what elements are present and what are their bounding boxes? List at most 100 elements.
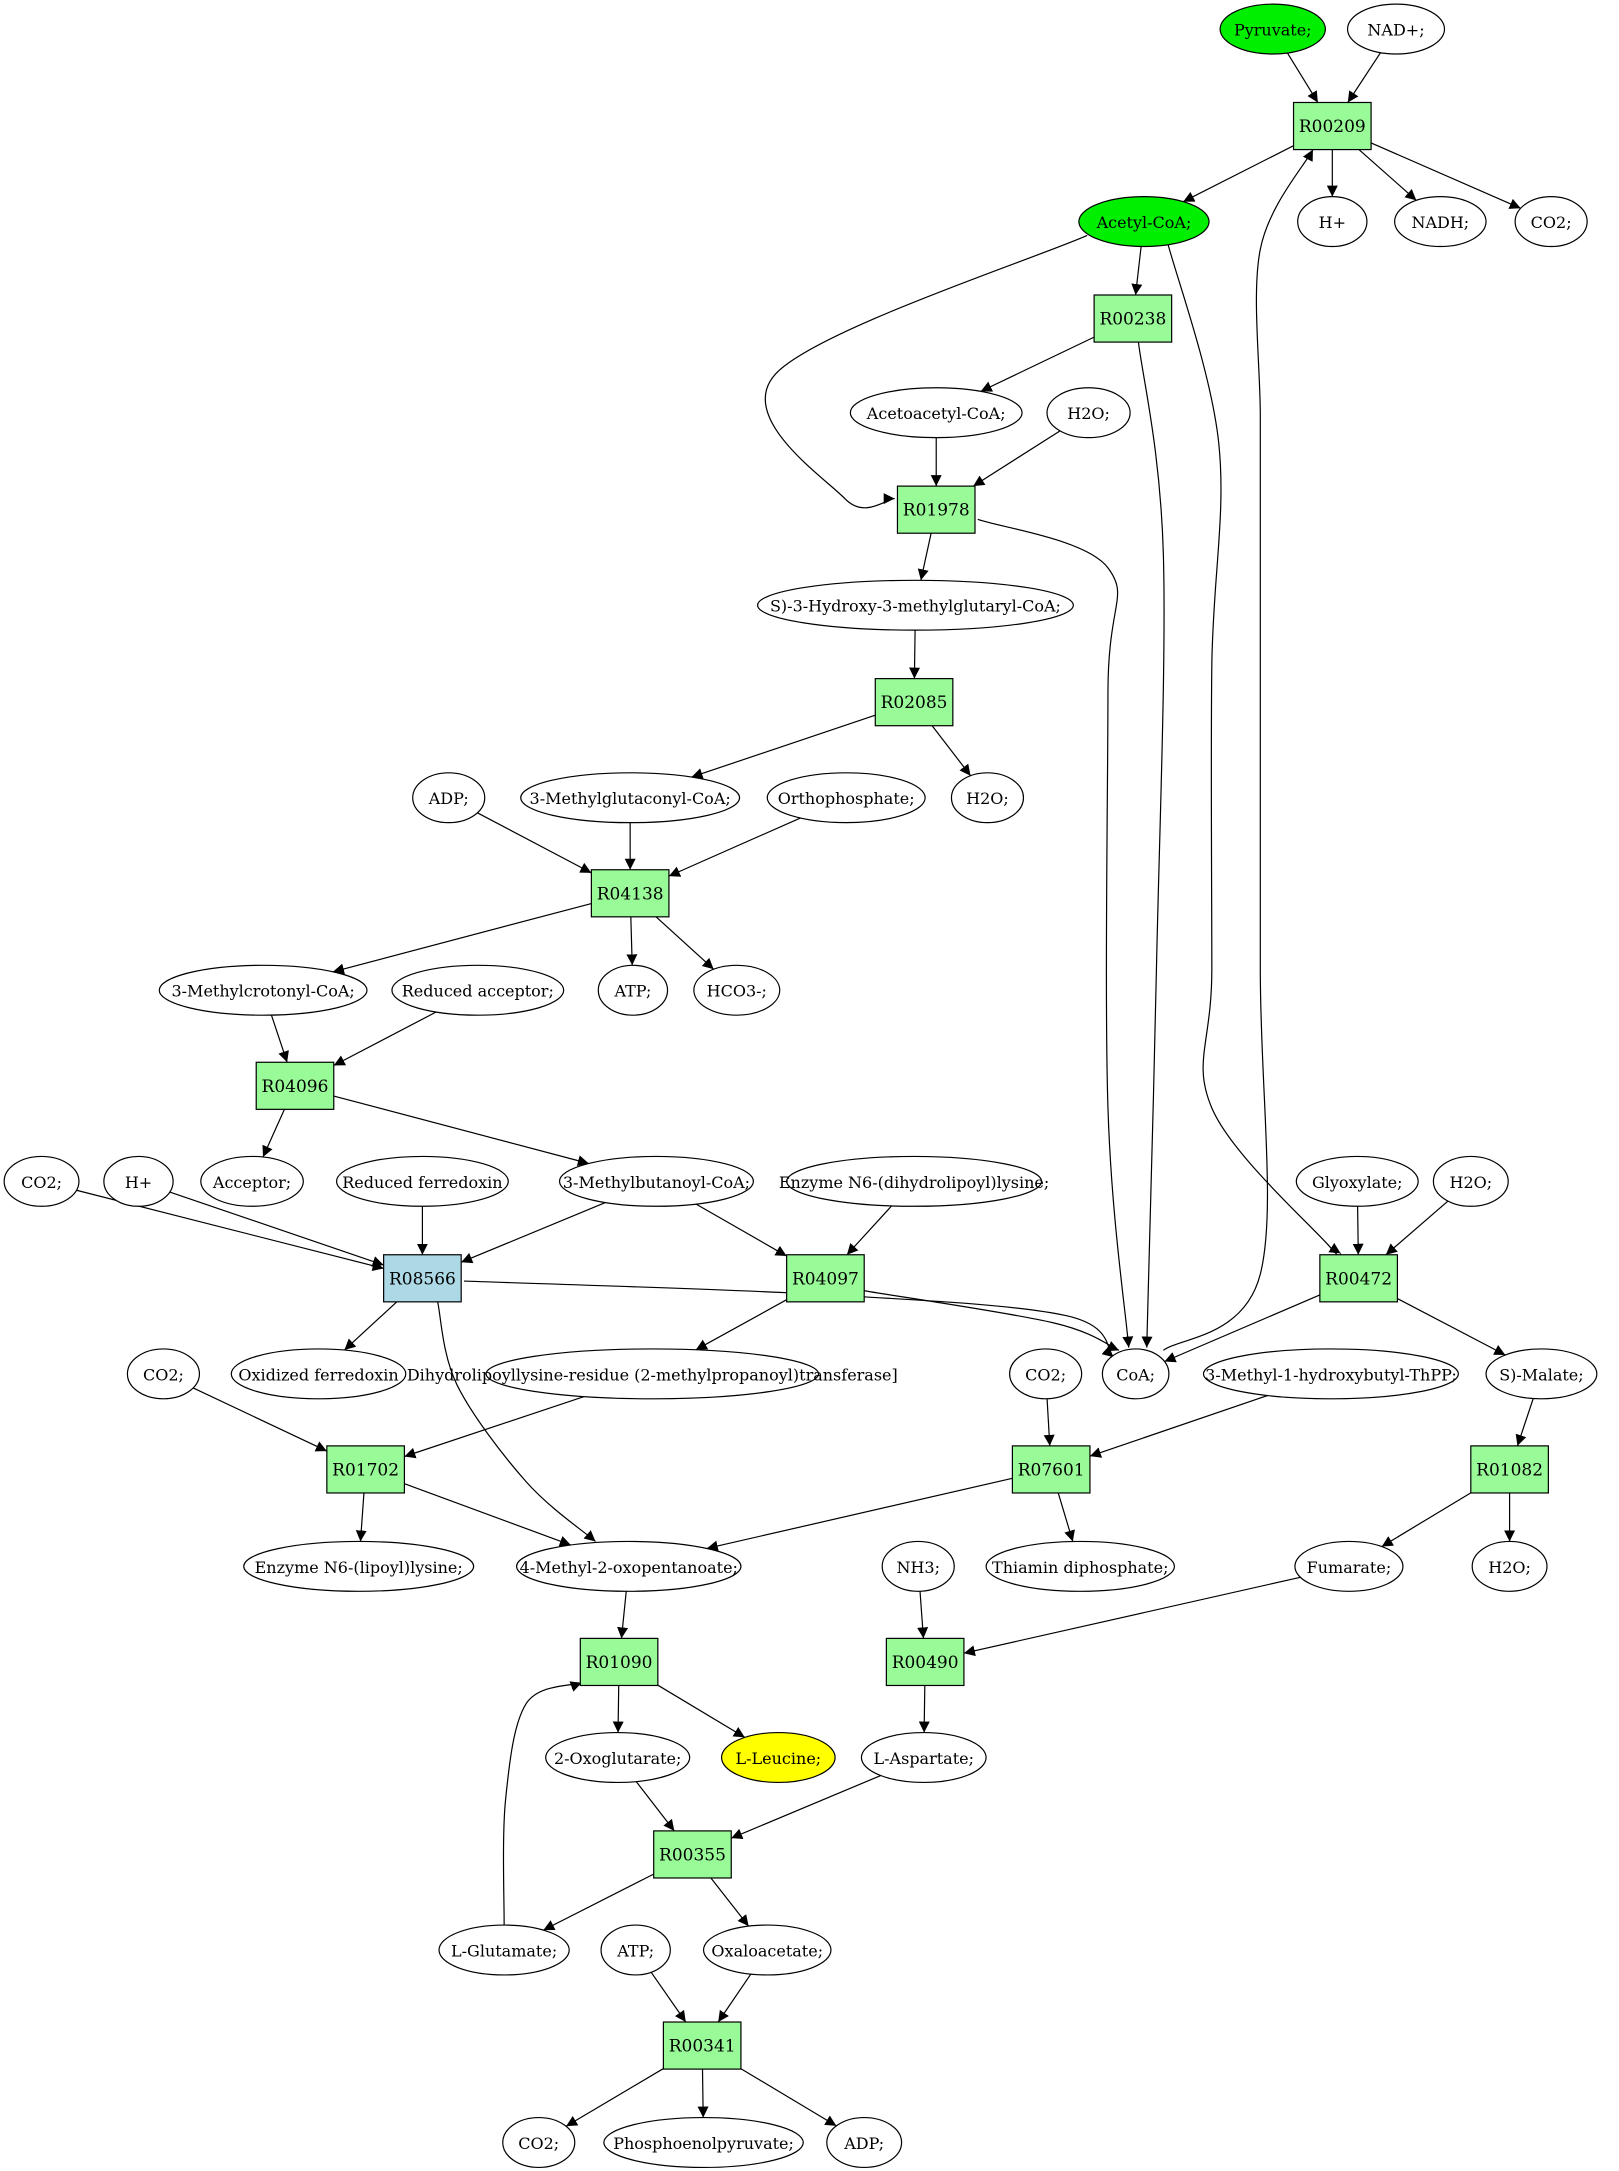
reaction-node-r08566: R08566 <box>383 1254 462 1303</box>
node-label: HCO3-; <box>707 982 767 1001</box>
compound-node-oxferredoxin: Oxidized ferredoxin <box>230 1348 407 1400</box>
reaction-node-r02085: R02085 <box>874 678 954 727</box>
node-label: R00238 <box>1099 310 1166 330</box>
reaction-box <box>1319 1254 1399 1303</box>
compound-node-adp_2: ADP; <box>826 2116 903 2169</box>
node-label: R04097 <box>792 1269 859 1289</box>
edge-pyruvate-to-r00209 <box>1286 52 1319 103</box>
node-label: Acetoacetyl-CoA; <box>866 404 1006 423</box>
edge-co2_4-to-r07601 <box>1043 1398 1055 1446</box>
compound-node-orthophosphate: Orthophosphate; <box>766 772 926 824</box>
node-label: Fumarate; <box>1307 1558 1392 1577</box>
compound-node-methylglutaconyl: 3-Methylglutaconyl-CoA; <box>520 772 741 824</box>
reaction-box <box>326 1445 406 1494</box>
compound-ellipse <box>158 964 368 1016</box>
node-label: ATP; <box>613 982 651 1001</box>
node-label: ADP; <box>843 2134 884 2153</box>
compound-ellipse <box>1294 1540 1404 1592</box>
compound-node-h2o_3: H2O; <box>1432 1155 1509 1207</box>
node-label: Acetyl-CoA; <box>1096 213 1192 232</box>
edge-hmgcoa-to-r02085 <box>909 630 921 679</box>
node-label: CO2; <box>143 1365 184 1384</box>
compound-ellipse <box>1046 387 1131 439</box>
compound-ellipse <box>720 1731 836 1784</box>
edges-layer <box>76 52 1534 2127</box>
edge-r04138-to-hco3 <box>655 916 715 970</box>
compound-node-methylcrotonyl: 3-Methylcrotonyl-CoA; <box>158 964 368 1016</box>
reaction-box <box>590 869 670 918</box>
edge-methyloxopentanoate-to-r01090 <box>617 1591 629 1639</box>
node-label: R01090 <box>586 1653 653 1673</box>
compound-node-h2o_1: H2O; <box>1046 387 1131 439</box>
edge-hplus2-to-r08566 <box>169 1191 384 1267</box>
node-label: R01978 <box>903 501 970 521</box>
edge-r00209-to-nadh <box>1358 149 1417 201</box>
compound-ellipse <box>230 1348 407 1400</box>
node-label: H+ <box>125 1173 152 1192</box>
node-label: R01702 <box>332 1460 399 1480</box>
compound-ellipse <box>1078 196 1210 248</box>
reaction-box <box>1011 1445 1091 1494</box>
edge-glyoxylate-to-r00472 <box>1352 1206 1364 1255</box>
compound-node-nad: NAD+; <box>1346 3 1446 55</box>
reaction-node-r01090: R01090 <box>579 1637 659 1687</box>
reaction-box <box>896 485 976 534</box>
reaction-box <box>579 1637 659 1687</box>
node-label: R00355 <box>659 1845 726 1865</box>
reaction-node-r00490: R00490 <box>885 1637 965 1687</box>
edge-r07601-to-methyloxopentanoate <box>706 1477 1013 1552</box>
compound-ellipse <box>1202 1348 1459 1400</box>
edge-r00238-to-coa <box>1137 342 1165 1348</box>
edge-co2_3-to-r01702 <box>192 1387 328 1452</box>
compound-node-hplus1: H+ <box>1297 196 1368 248</box>
compound-node-nh3: NH3; <box>881 1540 955 1592</box>
node-label: 4-Methyl-2-oxopentanoate; <box>520 1558 738 1577</box>
compound-ellipse <box>335 1155 509 1207</box>
edge-r04138-to-atp_1 <box>626 916 638 966</box>
edge-glutamate-to-r01090 <box>502 1681 582 1926</box>
compound-node-h2o_4: H2O; <box>1471 1540 1548 1592</box>
edge-r04097-to-dihydrolipoyllysine <box>695 1299 787 1351</box>
compound-ellipse <box>1009 1348 1083 1400</box>
compound-node-glutamate: L-Glutamate; <box>438 1924 570 1976</box>
node-label: R01082 <box>1476 1460 1543 1480</box>
compound-node-co2_1: CO2; <box>1514 196 1588 248</box>
node-label: NADH; <box>1411 213 1469 232</box>
reaction-box <box>383 1254 462 1303</box>
compound-ellipse <box>485 1348 820 1400</box>
edge-oxoglutarate-to-r00355 <box>635 1781 675 1832</box>
compound-node-co2_3: CO2; <box>126 1348 201 1400</box>
reaction-node-r00238: R00238 <box>1093 294 1173 343</box>
edge-atp_2-to-r00341 <box>650 1971 687 2023</box>
compound-node-co2_2: CO2; <box>3 1155 80 1207</box>
edge-nad-to-r00209 <box>1347 52 1382 103</box>
node-label: L-Leucine; <box>736 1749 822 1768</box>
edge-fumarate-to-r00490 <box>963 1576 1301 1657</box>
edge-methylbutanoyl-to-r04097 <box>695 1203 787 1257</box>
node-label: L-Glutamate; <box>451 1942 557 1961</box>
compound-ellipse <box>1295 1155 1419 1207</box>
edge-methylhydroxybutyl-to-r07601 <box>1089 1394 1268 1458</box>
reaction-node-r04096: R04096 <box>255 1061 335 1110</box>
compound-node-thiamin: Thiamin diphosphate; <box>985 1540 1176 1592</box>
edge-r00341-to-pep <box>697 2069 709 2118</box>
reaction-box <box>1093 294 1173 343</box>
compound-node-nadh: NADH; <box>1394 196 1487 248</box>
edge-aspartate-to-r00355 <box>731 1774 881 1840</box>
edge-r01082-to-fumarate <box>1381 1492 1472 1548</box>
compound-node-enzymedihydro: Enzyme N6-(dihydrolipoyl)lysine; <box>779 1155 1049 1207</box>
node-label: R00472 <box>1325 1269 1392 1289</box>
edge-methylbutanoyl-to-r08566 <box>460 1201 606 1264</box>
edge-acetylcoa-to-r01978 <box>764 234 1088 509</box>
reaction-box <box>885 1637 965 1687</box>
reaction-node-r01702: R01702 <box>326 1445 406 1494</box>
compound-node-acetoacetylcoa: Acetoacetyl-CoA; <box>849 387 1023 439</box>
edge-r02085-to-methylglutaconyl <box>691 714 876 779</box>
node-label: R04138 <box>597 884 664 904</box>
compound-ellipse <box>756 579 1074 631</box>
compound-ellipse <box>881 1540 955 1592</box>
node-label: R04096 <box>262 1077 329 1097</box>
node-label: Enzyme N6-(lipoyl)lysine; <box>255 1558 463 1577</box>
compound-ellipse <box>3 1155 80 1207</box>
